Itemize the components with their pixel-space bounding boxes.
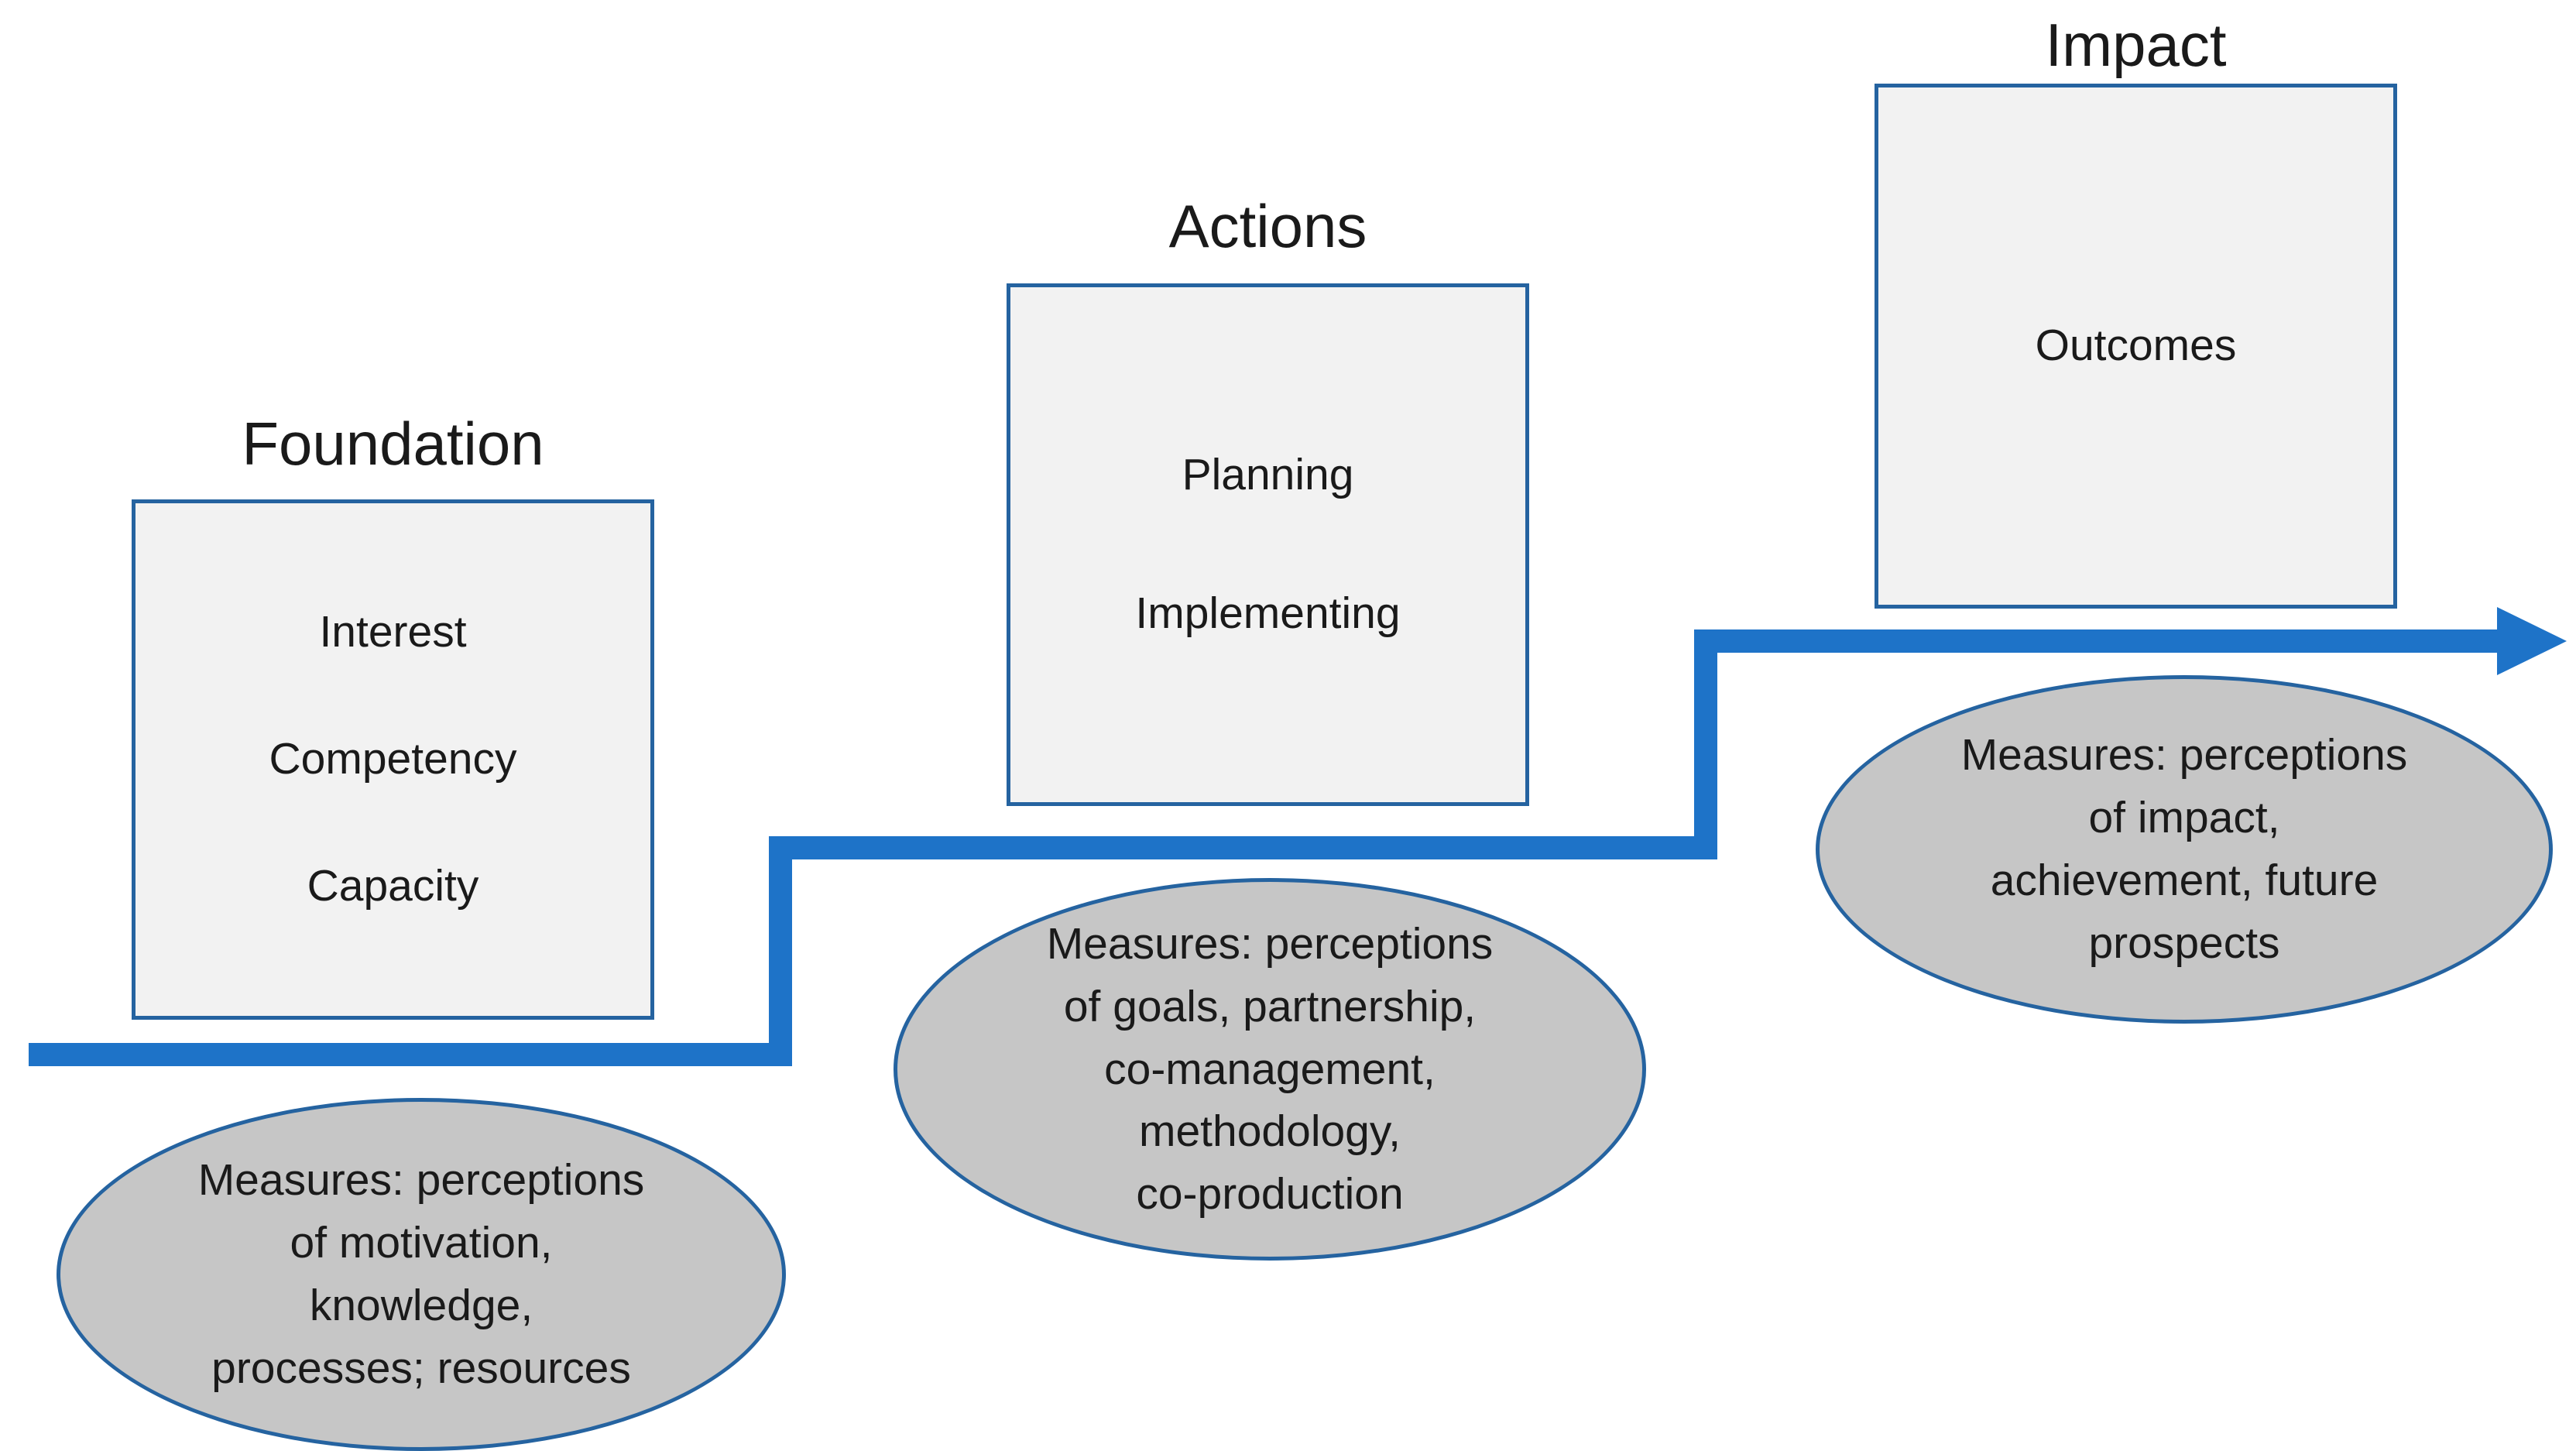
ellipse-text-line: Measures: perceptions (1960, 730, 2408, 780)
impact-box: Outcomes (1875, 84, 2397, 609)
stage-title-actions: Actions (1168, 192, 1367, 260)
ellipse-text-line: knowledge, (309, 1281, 533, 1330)
actions-box-line-planning: Planning (1182, 450, 1354, 500)
impact-measures-ellipse: Measures: perceptions of impact, achieve… (1816, 675, 2553, 1024)
ellipse-text-line: processes; resources (211, 1343, 631, 1393)
foundation-measures-ellipse: Measures: perceptions of motivation, kno… (57, 1098, 786, 1451)
arrow-head-icon (2497, 607, 2567, 675)
ellipse-text-line: Measures: perceptions (1046, 918, 1494, 969)
actions-measures-text: Measures: perceptions of goals, partners… (1047, 913, 1494, 1226)
ellipse-text-line: achievement, future (1990, 856, 2379, 905)
ellipse-text-line: co-management, (1104, 1044, 1435, 1094)
impact-measures-text: Measures: perceptions of impact, achieve… (1961, 724, 2408, 975)
actions-box: Planning Implementing (1007, 283, 1529, 806)
ellipse-text-line: methodology, (1139, 1106, 1401, 1157)
step-arrow-segment-bottom (29, 1043, 792, 1066)
ellipse-text-line: of motivation, (290, 1218, 553, 1268)
foundation-box: Interest Competency Capacity (132, 499, 654, 1020)
step-arrow-riser-2 (1694, 629, 1717, 859)
ellipse-text-line: Measures: perceptions (197, 1155, 645, 1206)
ellipse-text-line: of goals, partnership, (1063, 981, 1477, 1031)
step-arrow-riser-1 (769, 836, 792, 1066)
ellipse-text-line: co-production (1136, 1169, 1404, 1219)
stage-title-foundation: Foundation (242, 410, 544, 478)
foundation-box-line-capacity: Capacity (307, 860, 479, 911)
actions-box-line-implementing: Implementing (1135, 588, 1401, 638)
actions-measures-ellipse: Measures: perceptions of goals, partners… (894, 878, 1646, 1261)
foundation-measures-text: Measures: perceptions of motivation, kno… (198, 1149, 645, 1400)
stage-title-impact: Impact (2045, 11, 2227, 79)
impact-box-line-outcomes: Outcomes (2035, 321, 2237, 371)
step-arrow-segment-top (1694, 629, 2497, 653)
step-arrow-segment-middle (769, 836, 1717, 859)
ellipse-text-line: of impact, (2088, 793, 2280, 843)
ellipse-text-line: prospects (2088, 918, 2280, 968)
foundation-box-line-interest: Interest (319, 607, 467, 657)
foundation-box-line-competency: Competency (269, 734, 517, 784)
